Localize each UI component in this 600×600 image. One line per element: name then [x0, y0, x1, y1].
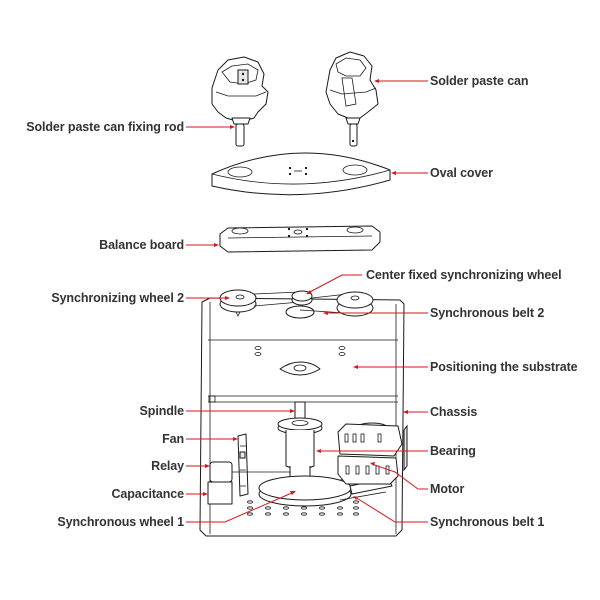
- label-fan: Fan: [162, 432, 184, 446]
- synchronous-wheel-1: [258, 475, 352, 507]
- label-solder-paste-can: Solder paste can: [430, 74, 529, 88]
- label-balance-board: Balance board: [99, 238, 184, 252]
- label-synchronous-belt-1: Synchronous belt 1: [430, 515, 545, 529]
- label-positioning-the-substrate: Positioning the substrate: [430, 360, 578, 374]
- label-motor: Motor: [430, 482, 465, 496]
- label-synchronizing-wheel-2: Synchronizing wheel 2: [51, 291, 184, 305]
- label-relay: Relay: [151, 459, 184, 473]
- synchronizing-wheel-right: [336, 291, 374, 317]
- capacitance: [207, 481, 233, 505]
- leader-sync-wheel-1: [186, 491, 295, 523]
- motor: [337, 422, 403, 485]
- oval-cover-center-marks: [289, 167, 307, 175]
- leader-center-wheel: [307, 274, 362, 294]
- label-bearing: Bearing: [430, 444, 476, 458]
- label-center-fixed-synchronizing-wheel: Center fixed synchronizing wheel: [366, 268, 562, 282]
- label-spindle: Spindle: [139, 404, 185, 418]
- floor-vent-holes: [247, 500, 359, 516]
- solder-paste-can-left: [211, 56, 269, 147]
- label-synchronous-wheel-1: Synchronous wheel 1: [57, 515, 184, 529]
- leader-motor: [371, 463, 428, 490]
- label-capacitance: Capacitance: [111, 487, 184, 501]
- label-solder-paste-can-fixing-rod: Solder paste can fixing rod: [26, 120, 184, 134]
- label-oval-cover: Oval cover: [430, 166, 493, 180]
- oval-cover: [211, 152, 391, 196]
- leader-sync-belt-1: [354, 496, 428, 523]
- balance-board: [219, 225, 381, 253]
- fan: [237, 433, 249, 497]
- solder-paste-can-right: [325, 51, 379, 147]
- leader-lines: [186, 79, 428, 523]
- label-chassis: Chassis: [430, 405, 478, 419]
- label-synchronous-belt-2: Synchronous belt 2: [430, 306, 545, 320]
- synchronous-belt-2-upper: [253, 291, 301, 307]
- synchronizing-wheel-2: [219, 289, 257, 317]
